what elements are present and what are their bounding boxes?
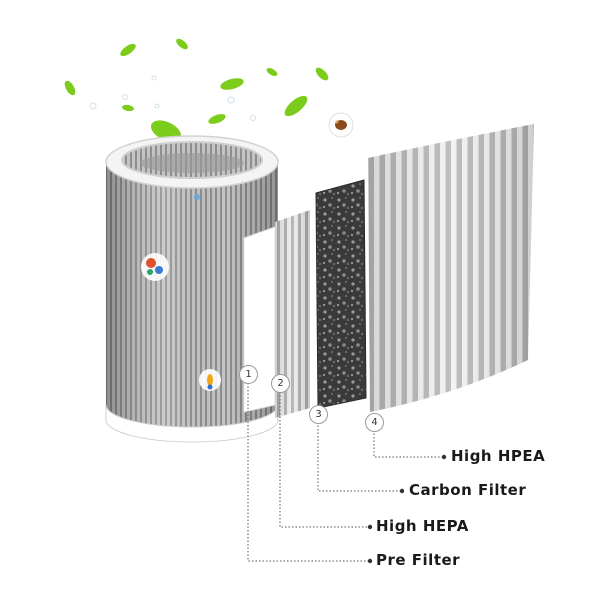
leader-dots	[367, 454, 447, 564]
air-bubbles	[89, 75, 256, 121]
logo-mark	[194, 194, 200, 200]
germ-icon	[141, 253, 169, 281]
layer-number-2: 2	[271, 374, 290, 393]
dust-mite-icon	[328, 112, 354, 138]
high-hepa-sheet	[368, 124, 534, 412]
carbon-sheet	[315, 179, 367, 409]
label-high-hepa: High HEPA	[376, 517, 469, 535]
label-carbon-filter: Carbon Filter	[409, 481, 527, 499]
label-high-hpea: High HPEA	[451, 447, 546, 465]
layer-number-4: 4	[365, 413, 384, 432]
label-pre-filter: Pre Filter	[376, 551, 461, 569]
hepa-sheet	[275, 210, 310, 418]
leaf-icon	[64, 38, 329, 142]
leader-lines	[247, 383, 444, 562]
bacteria-icon	[199, 369, 221, 391]
cylinder-filter	[105, 135, 279, 443]
layer-number-1: 1	[239, 365, 258, 384]
layer-number-3: 3	[309, 405, 328, 424]
